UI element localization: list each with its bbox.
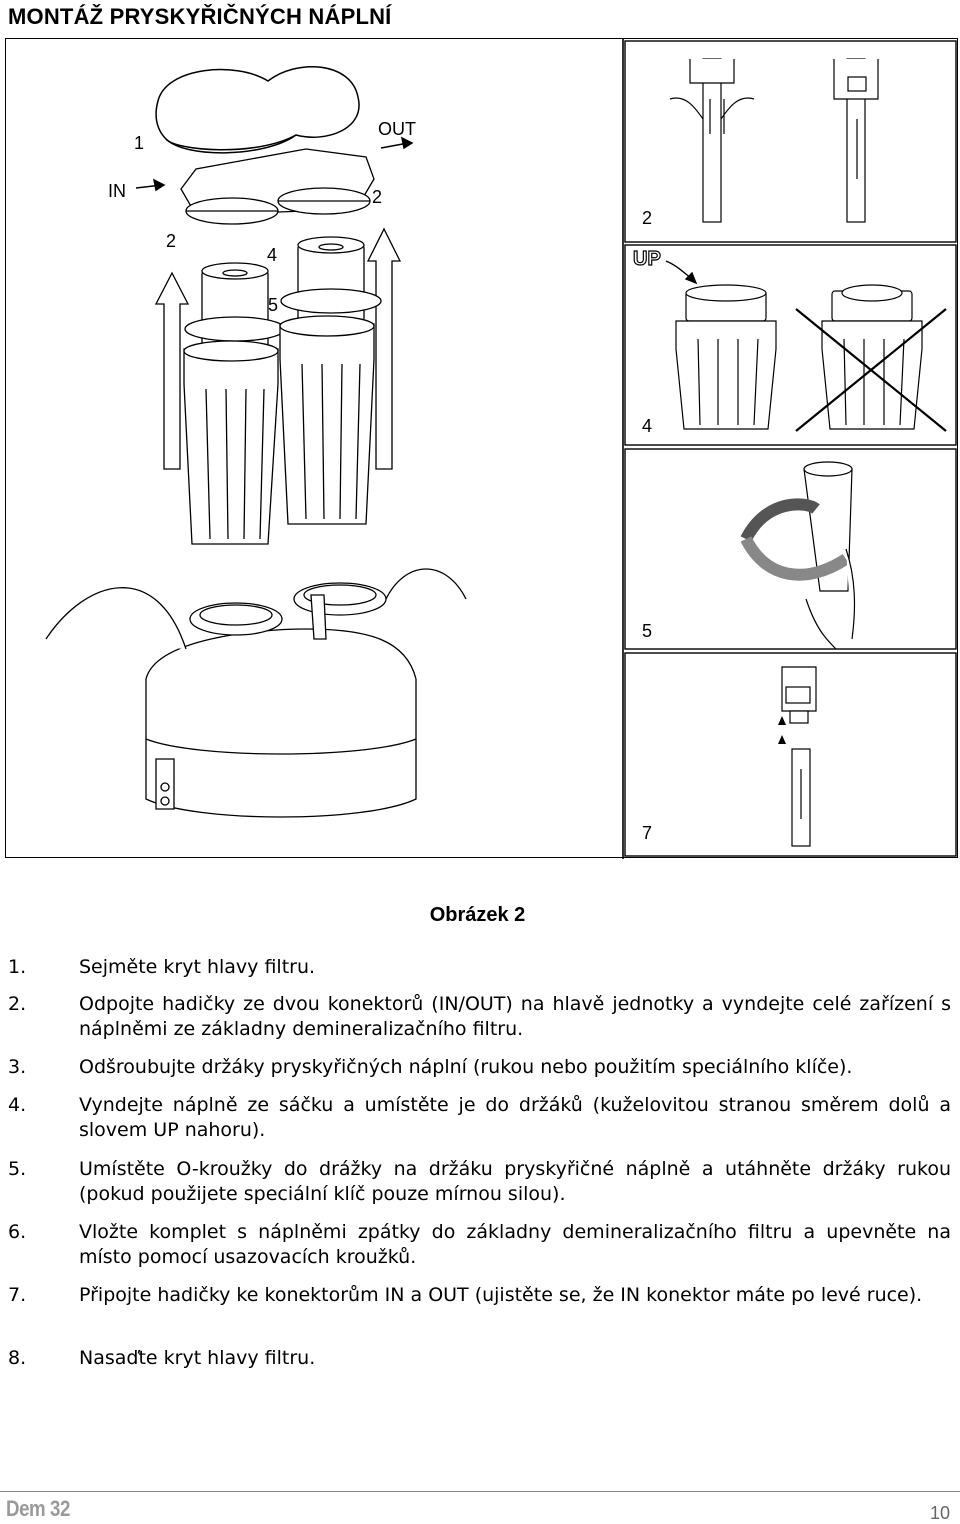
panel-4 [624, 244, 957, 446]
panel-2-label: 2 [642, 208, 652, 228]
panel-4-drawing [675, 284, 947, 432]
label-out: OUT [378, 119, 416, 139]
panel-5-drawing [740, 461, 856, 650]
filter-head [180, 148, 375, 225]
label-1: 1 [134, 133, 144, 153]
panel-4-label: 4 [642, 416, 652, 436]
in-arrow-icon [135, 178, 166, 192]
page-title: MONTÁŽ PRYSKYŘIČNÝCH NÁPLNÍ [8, 4, 392, 29]
panel-2 [624, 40, 957, 243]
resin-cartridge-left [183, 262, 286, 545]
label-5: 5 [268, 295, 278, 315]
panel-2-drawing [669, 58, 879, 223]
arrow-up-icon [154, 227, 402, 470]
panel-7-label: 7 [642, 823, 652, 843]
panel-5 [624, 448, 957, 650]
out-arrow-icon [380, 136, 414, 150]
panel-5-label: 5 [642, 621, 652, 641]
panel-7-drawing [781, 666, 817, 847]
label-2-right: 2 [372, 187, 382, 207]
resin-cartridge-right [279, 236, 382, 525]
footer-divider [0, 1491, 960, 1492]
arrow-up-small-icon [778, 716, 786, 744]
up-label: UP [633, 248, 661, 270]
panel-7 [624, 652, 957, 857]
footer-brand: Dem 32 [6, 1496, 70, 1521]
figure-2: 1 IN OUT 2 2 4 5 2 UP [5, 38, 958, 859]
filter-head-cover [155, 65, 360, 154]
assembly-illustration: 1 IN OUT 2 2 4 5 2 UP [45, 39, 957, 859]
up-arrow-icon [665, 260, 698, 285]
page-number: 10 [929, 1503, 950, 1523]
label-in: IN [108, 181, 126, 201]
label-4: 4 [267, 245, 277, 265]
label-2-left: 2 [166, 231, 176, 251]
demineralization-base [45, 568, 467, 818]
figure-caption: Obrázek 2 [429, 904, 526, 926]
